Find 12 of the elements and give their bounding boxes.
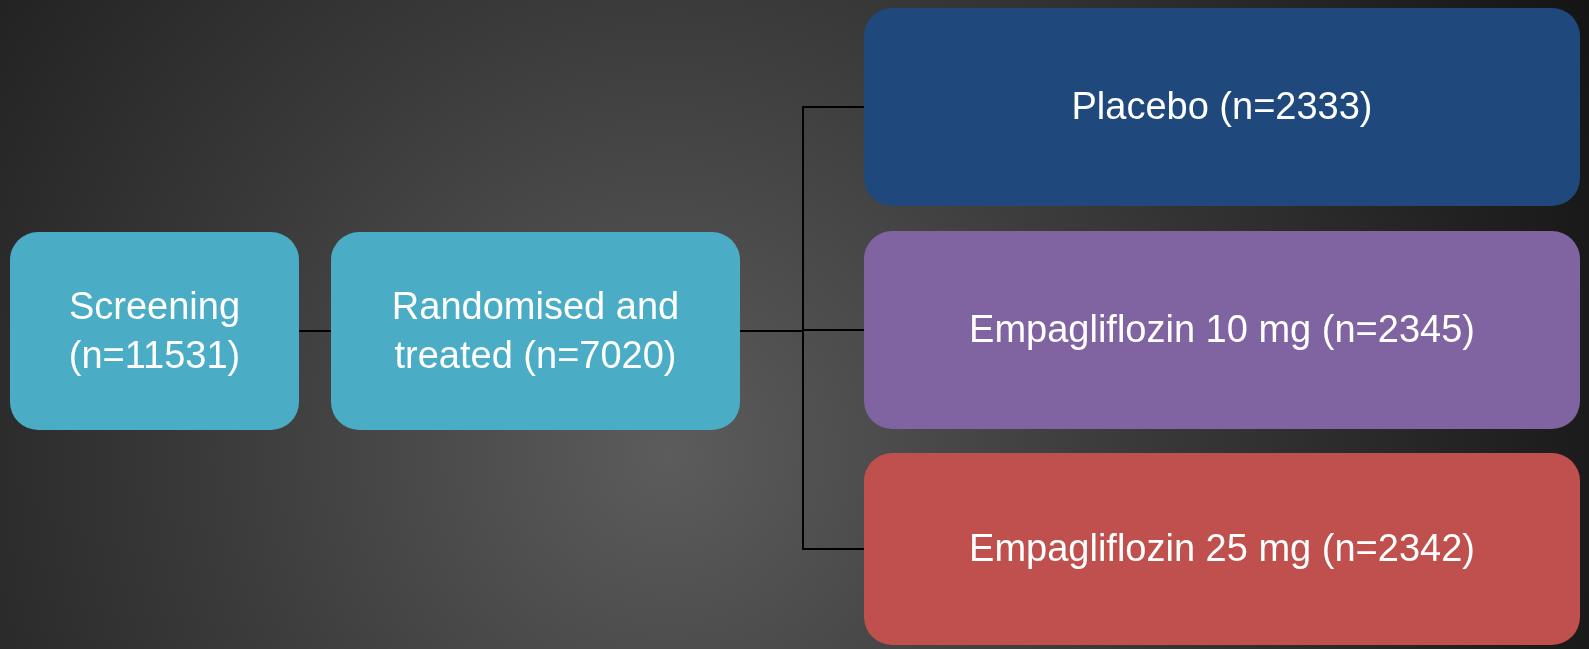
process-box: [10, 232, 299, 430]
box-label: Placebo (n=2333): [1071, 84, 1373, 130]
box-label: Empagliflozin 10 mg (n=2345): [969, 307, 1475, 353]
connector-line: [298, 330, 332, 332]
process-box: [864, 453, 1580, 645]
process-box: [864, 8, 1580, 206]
process-box: [864, 231, 1580, 429]
box-label: Screening (n=11531): [67, 283, 242, 378]
box-label: Empagliflozin 25 mg (n=2342): [969, 526, 1475, 572]
box-label: Randomised and treated (n=7020): [390, 283, 681, 378]
process-box: [331, 232, 740, 430]
connector-line: [739, 330, 865, 550]
